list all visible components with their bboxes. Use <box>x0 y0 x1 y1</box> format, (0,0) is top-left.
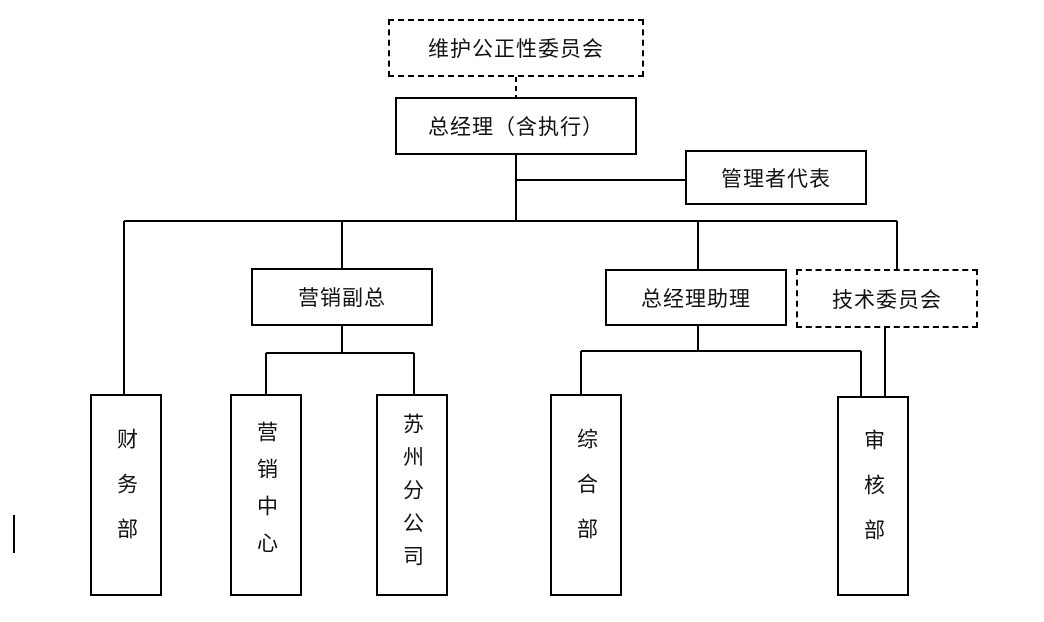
node-label: 营销副总 <box>298 286 386 310</box>
node-general-manager: 总经理（含执行） <box>395 97 637 155</box>
node-fairness-committee: 维护公正性委员会 <box>388 19 644 77</box>
node-label: 营销中心 <box>254 421 279 569</box>
node-management-rep: 管理者代表 <box>685 150 867 205</box>
node-tech-committee: 技术委员会 <box>796 269 978 328</box>
node-general-dept: 综合部 <box>550 394 622 596</box>
node-label: 总经理（含执行） <box>428 115 604 139</box>
node-label: 总经理助理 <box>641 286 751 311</box>
node-gm-assistant: 总经理助理 <box>605 269 787 326</box>
node-label: 管理者代表 <box>721 166 831 191</box>
node-label: 审核部 <box>861 428 886 564</box>
node-label: 综合部 <box>574 427 599 563</box>
node-audit-dept: 审核部 <box>837 396 909 596</box>
node-vp-marketing: 营销副总 <box>251 268 433 326</box>
text-cursor <box>13 515 15 553</box>
node-label: 维护公正性委员会 <box>428 37 604 61</box>
node-label: 财务部 <box>114 427 139 563</box>
node-finance-dept: 财务部 <box>90 394 162 596</box>
node-label: 苏州分公司 <box>400 412 425 578</box>
node-suzhou-branch: 苏州分公司 <box>376 394 448 596</box>
node-label: 技术委员会 <box>832 287 942 312</box>
node-marketing-center: 营销中心 <box>230 394 302 596</box>
